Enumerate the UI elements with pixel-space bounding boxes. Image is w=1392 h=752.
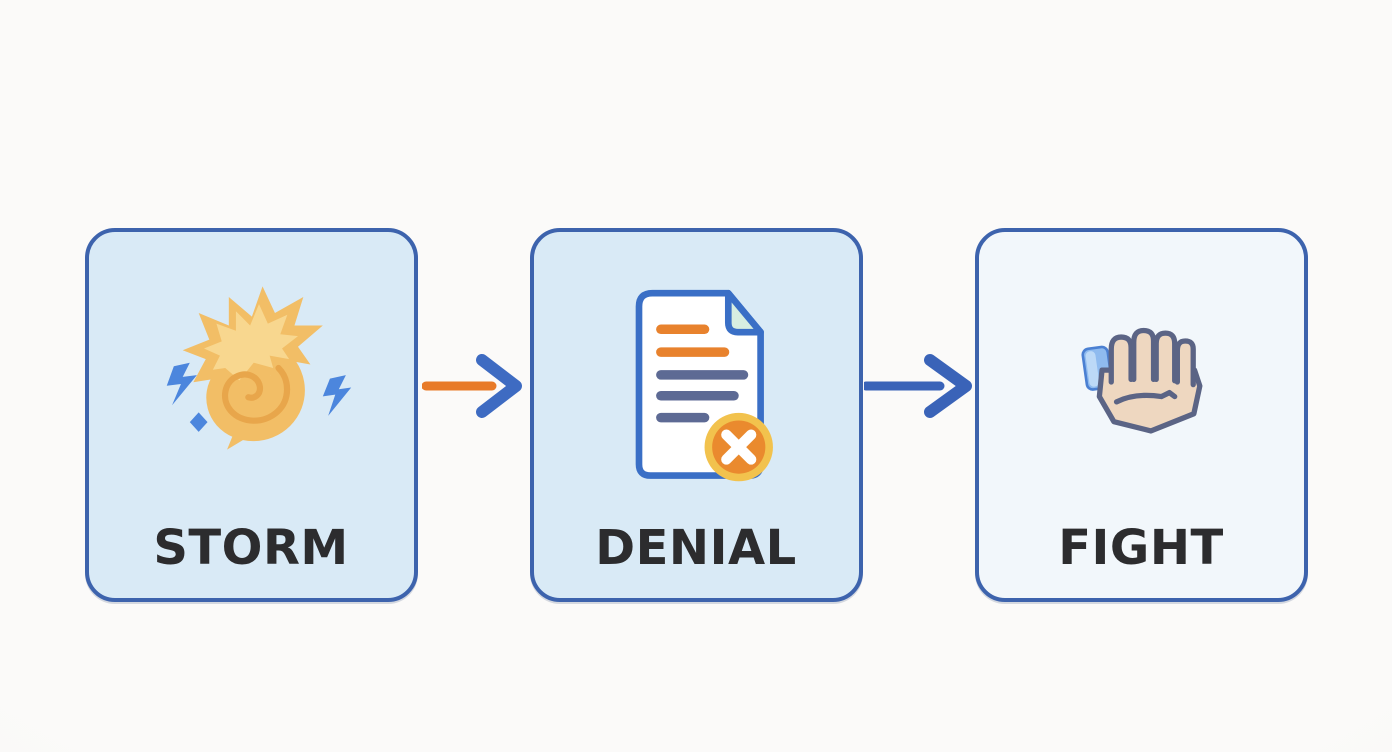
lightning-bolt-left-icon	[166, 362, 197, 406]
fist-finger-1	[1108, 334, 1134, 385]
storm-cyclone-icon	[149, 274, 353, 460]
document-fold-corner	[724, 289, 764, 336]
cyclone-tail-spike	[227, 421, 254, 450]
step-card-storm: STORM	[84, 228, 418, 602]
raised-fist-svg	[1081, 327, 1203, 434]
step-label-denial: DENIAL	[595, 520, 797, 576]
arrow-right-icon	[863, 354, 972, 418]
fist-thumb-crease	[1113, 389, 1178, 405]
x-badge-stroke-2	[721, 429, 757, 465]
lightning-bolt-right-icon	[322, 375, 352, 416]
step-label-storm: STORM	[153, 520, 349, 576]
arrow-head	[923, 354, 972, 418]
cyclone-flash-inner	[203, 304, 299, 381]
sparkle-diamond-icon	[189, 412, 208, 432]
arrow-denial-to-fight	[863, 228, 975, 602]
step-card-denial: DENIAL	[529, 228, 863, 602]
arrow-head	[475, 354, 522, 418]
storm-cyclone-svg	[166, 286, 352, 450]
raised-fist-icon	[1065, 308, 1217, 440]
arrow-storm-to-denial	[418, 228, 530, 602]
denied-document-icon	[601, 278, 791, 489]
cuff-highlight	[1085, 351, 1100, 387]
denied-document-svg	[635, 289, 773, 482]
step-label-fight: FIGHT	[1058, 520, 1224, 576]
fist-finger-3	[1153, 330, 1178, 384]
cyclone-spiral-line	[221, 364, 291, 424]
step-card-fight: FIGHT	[974, 228, 1308, 602]
fist-finger-2	[1131, 327, 1157, 383]
fist-finger-4	[1174, 338, 1196, 388]
flow-row: STORM	[0, 228, 1392, 602]
arrow-right-icon	[421, 354, 522, 418]
